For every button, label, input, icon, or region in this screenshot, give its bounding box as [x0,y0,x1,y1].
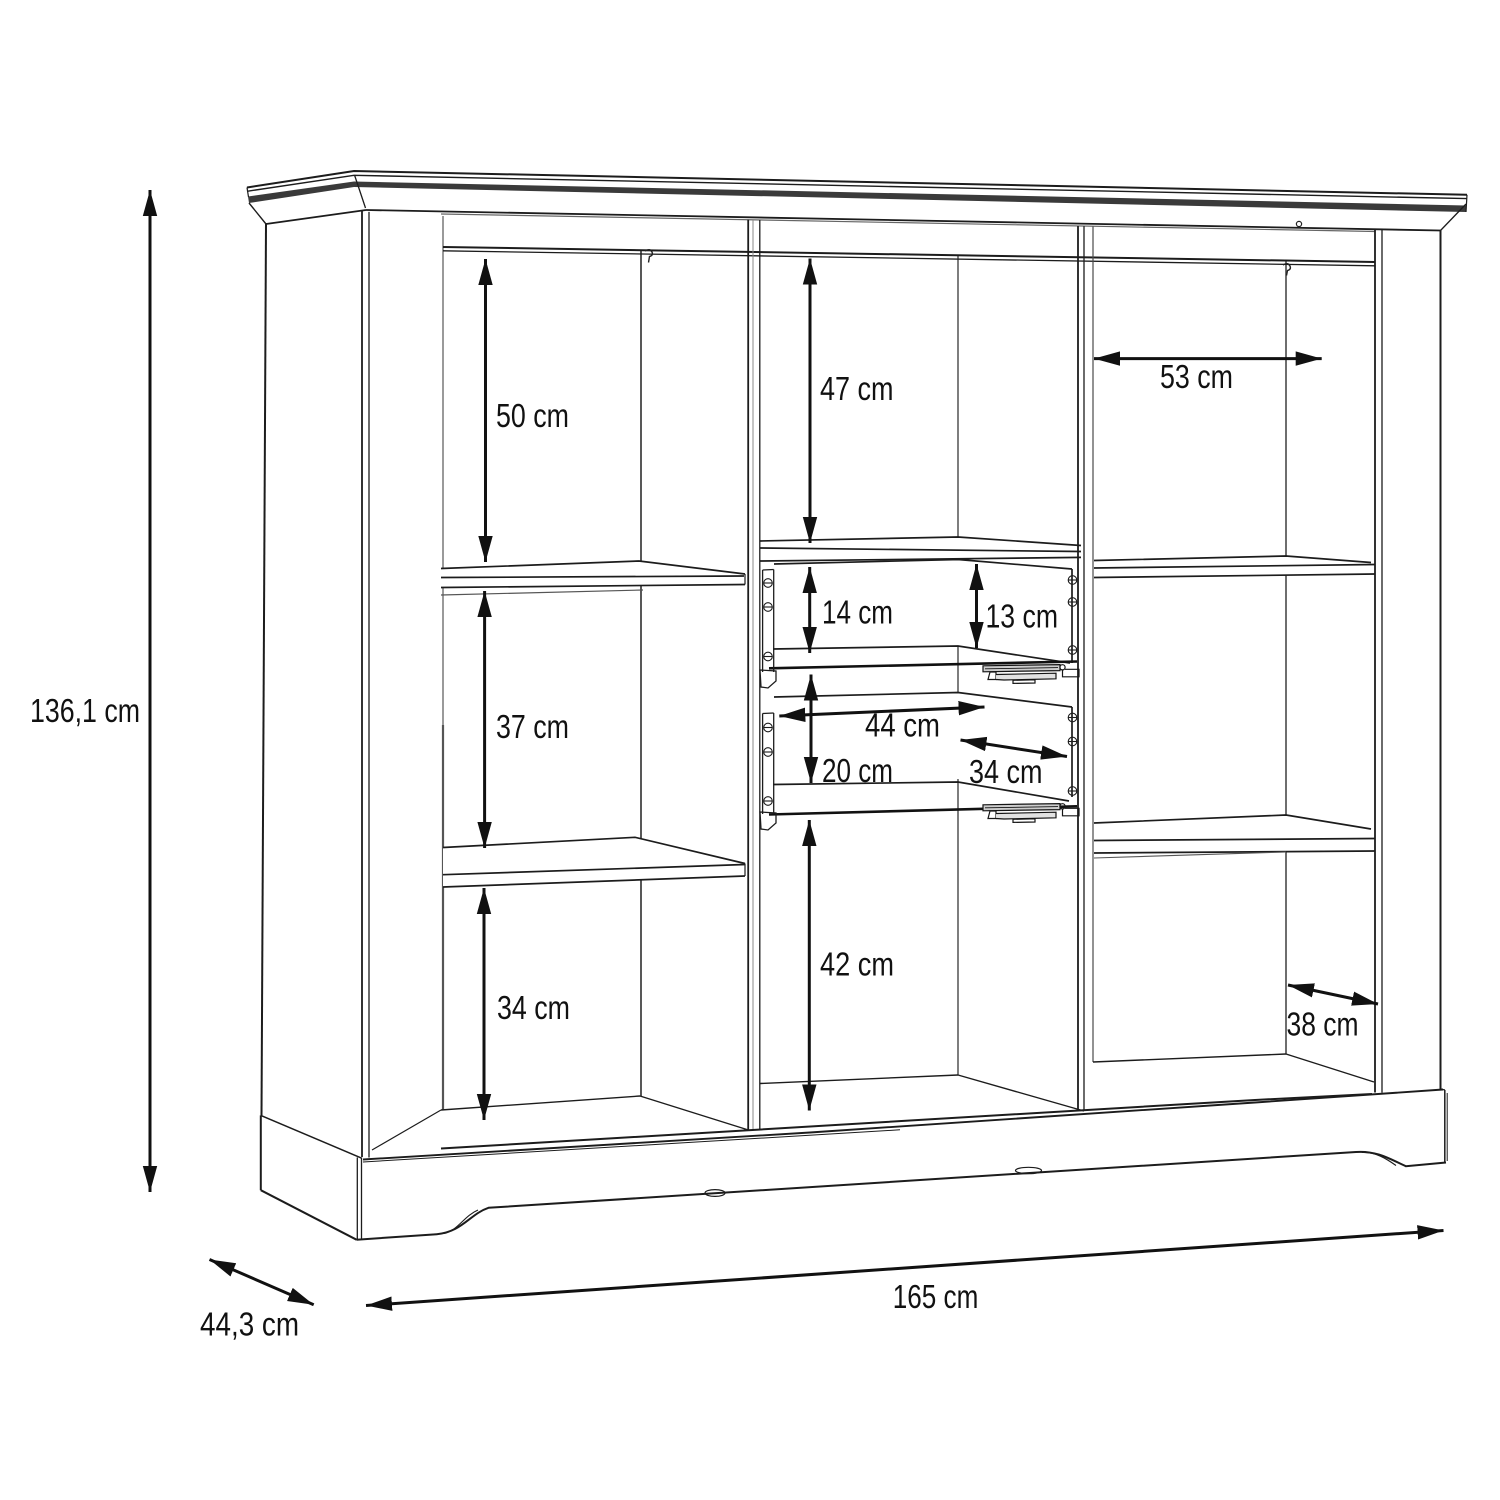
svg-text:50 cm: 50 cm [496,397,569,434]
svg-text:42 cm: 42 cm [820,946,894,983]
svg-text:34 cm: 34 cm [969,753,1043,790]
svg-text:44 cm: 44 cm [865,707,940,744]
svg-text:13 cm: 13 cm [986,598,1059,635]
svg-text:53 cm: 53 cm [1160,358,1233,395]
svg-text:34 cm: 34 cm [497,989,570,1026]
svg-text:47 cm: 47 cm [820,370,894,407]
svg-text:20 cm: 20 cm [822,752,893,789]
svg-text:14 cm: 14 cm [822,594,893,631]
svg-text:38 cm: 38 cm [1287,1006,1359,1043]
svg-text:44,3 cm: 44,3 cm [200,1306,299,1343]
svg-text:165 cm: 165 cm [893,1278,979,1315]
svg-text:37 cm: 37 cm [496,708,569,745]
svg-text:136,1 cm: 136,1 cm [30,692,140,729]
